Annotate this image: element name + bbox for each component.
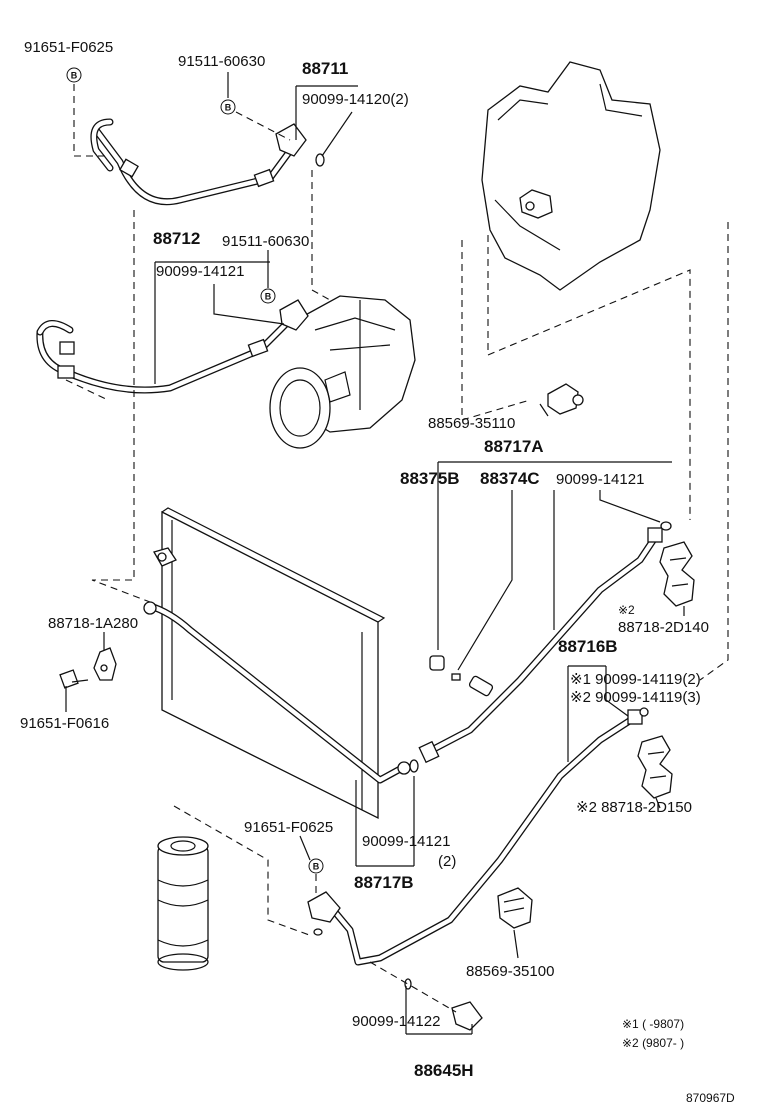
drawing-code: 870967D (686, 1091, 735, 1105)
o-rings (313, 153, 672, 990)
label-88711: 88711 (302, 59, 348, 78)
label-91511-60630-top: 91511-60630 (178, 53, 265, 70)
condenser-shape (153, 507, 386, 820)
label-90099-14121-b: 90099-14121 (556, 471, 644, 488)
badge-b-low: B (308, 858, 324, 874)
label-90099-14121-c-qty: (2) (438, 853, 456, 870)
discharge-hose-88711 (90, 118, 307, 206)
svg-text:B: B (225, 103, 232, 113)
pressure-switch-88569-35100 (497, 887, 533, 929)
footnote-1: ※1 ( -9807) (622, 1017, 684, 1031)
label-88374C: 88374C (480, 469, 540, 488)
label-90099-14119-2: ※1 90099-14119(2) (570, 671, 701, 688)
label-88718-2D140: 88718-2D140 (618, 619, 709, 636)
liquid-tube-lower (307, 709, 643, 1031)
label-88717B: 88717B (354, 873, 414, 892)
cap-88375B (429, 655, 445, 671)
clamp-88718-2D150 (637, 735, 673, 799)
engine-block-outline (461, 235, 691, 520)
footnote-2: ※2 (9807- ) (622, 1036, 684, 1050)
svg-text:B: B (265, 292, 272, 302)
label-88716B: 88716B (558, 637, 618, 656)
label-90099-14119-3: ※2 90099-14119(3) (570, 689, 701, 706)
label-90099-14120: 90099-14120(2) (302, 91, 409, 108)
liquid-tube-88716B (418, 527, 663, 764)
label-88375B: 88375B (400, 469, 460, 488)
label-88569-35100: 88569-35100 (466, 963, 554, 980)
receiver-drier-shape (157, 836, 209, 971)
label-88712: 88712 (153, 229, 200, 248)
label-91651-F0616: 91651-F0616 (20, 715, 109, 732)
bolt-91651-F0616 (59, 669, 89, 689)
label-91651-F0625-top: 91651-F0625 (24, 39, 113, 56)
badge-b-top-left: B (66, 67, 82, 83)
clamp-88718-2D140 (659, 541, 695, 607)
engine-block-shape (481, 61, 661, 291)
badge-b-top: B (220, 99, 236, 115)
suction-hose-88712 (36, 299, 309, 394)
bracket-88718-1A280 (93, 647, 117, 681)
label-88718-1A280: 88718-1A280 (48, 615, 138, 632)
label-88569-35110: 88569-35110 (428, 415, 515, 432)
pressure-switch-88569-35110 (547, 383, 584, 415)
label-88645H: 88645H (414, 1061, 474, 1080)
leader-lines (65, 72, 729, 1035)
label-90099-14121-c: 90099-14121 (362, 833, 450, 850)
label-90099-14122: 90099-14122 (352, 1013, 440, 1030)
svg-text:B: B (313, 862, 320, 872)
core-88374C (451, 673, 461, 681)
label-88718-2D150: ※2 88718-2D150 (576, 799, 692, 816)
label-91651-F0625-low: 91651-F0625 (244, 819, 333, 836)
badge-b-mid: B (260, 288, 276, 304)
label-90099-14121-a: 90099-14121 (156, 263, 244, 280)
label-91511-60630-mid: 91511-60630 (222, 233, 309, 250)
compressor-shape (269, 295, 416, 449)
svg-text:B: B (71, 71, 78, 81)
label-88718-2D140-mark: ※2 (618, 603, 635, 617)
label-88717A: 88717A (484, 437, 544, 456)
